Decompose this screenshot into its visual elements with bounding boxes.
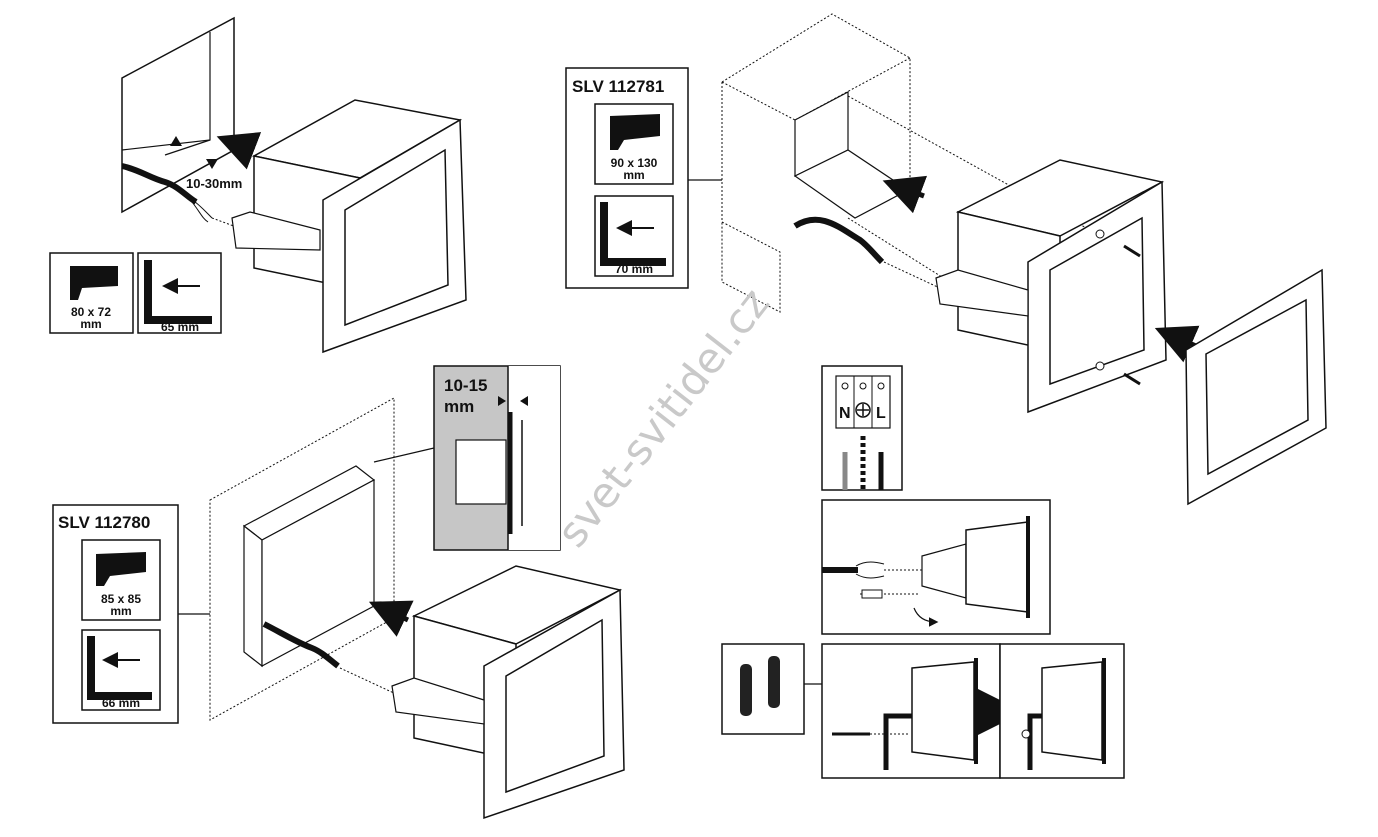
model-spec-panel: SLV 112780 85 x 85 mm 66 mm — [52, 504, 210, 724]
thickness-label: 10-15 — [444, 376, 487, 395]
gap-label: 10-30mm — [186, 176, 242, 191]
svg-text:mm: mm — [444, 397, 474, 416]
wall-panel — [209, 397, 395, 721]
insert-arrow — [1154, 325, 1200, 363]
insert-arrow — [882, 175, 928, 214]
wall-thickness-inset: 10-15 mm — [433, 365, 561, 551]
clip-detail-panel — [721, 643, 1125, 779]
screw-icon — [1095, 361, 1105, 371]
watermark: svet-svitidel.cz — [547, 279, 779, 556]
luminaire — [231, 99, 467, 354]
clip-part-icon — [768, 656, 780, 708]
scene-bottom-left: SLV 112780 85 x 85 mm 66 mm — [52, 365, 625, 820]
cover-frame — [1185, 268, 1327, 506]
svg-text:mm: mm — [110, 604, 131, 618]
svg-text:mm: mm — [623, 168, 644, 182]
triangle-right-icon — [498, 396, 506, 406]
svg-text:65 mm: 65 mm — [161, 320, 199, 334]
screw-icon — [1095, 229, 1105, 239]
svg-text:90 x 130: 90 x 130 — [611, 156, 658, 170]
svg-text:85 x 85: 85 x 85 — [101, 592, 141, 606]
svg-text:66 mm: 66 mm — [102, 696, 140, 710]
triangle-left-icon — [520, 396, 528, 406]
screw-icon — [861, 589, 883, 599]
triangle-up-icon — [170, 136, 182, 146]
mounting-clip — [935, 269, 1029, 317]
scene-top-right: SLV 112781 90 x 130 mm 70 mm — [565, 13, 1327, 506]
scene-top-left: 10-30mm 80 x 72 mm 65 mm — [49, 16, 467, 354]
cable — [121, 163, 198, 205]
svg-text:70 mm: 70 mm — [615, 262, 653, 276]
live-label: L — [876, 405, 886, 422]
cutout-icon — [96, 552, 146, 586]
cable — [793, 216, 885, 265]
insert-arrow — [216, 132, 262, 170]
svg-text:80 x 72: 80 x 72 — [71, 305, 111, 319]
clip-part-icon — [740, 664, 752, 716]
neutral-label: N — [839, 405, 851, 422]
model-label: SLV 112780 — [58, 513, 150, 532]
luminaire — [391, 565, 625, 820]
luminaire — [935, 159, 1167, 414]
cable-connection-panel — [821, 499, 1051, 635]
mounting-clip — [231, 211, 321, 251]
svg-text:mm: mm — [80, 317, 101, 331]
cable — [262, 621, 340, 669]
model-label: SLV 112781 — [572, 77, 664, 96]
model-spec-panel: SLV 112781 90 x 130 mm 70 mm — [565, 67, 722, 289]
terminal-block-panel: N L — [821, 365, 903, 491]
cutout-icon — [70, 266, 118, 300]
triangle-down-icon — [206, 159, 218, 169]
cutout-icon — [610, 114, 660, 150]
insert-arrow — [368, 600, 414, 637]
depth-spec-box: 65 mm — [137, 252, 222, 334]
cutout-spec-box: 80 x 72 mm — [49, 252, 134, 334]
mounting-clip — [391, 677, 485, 725]
